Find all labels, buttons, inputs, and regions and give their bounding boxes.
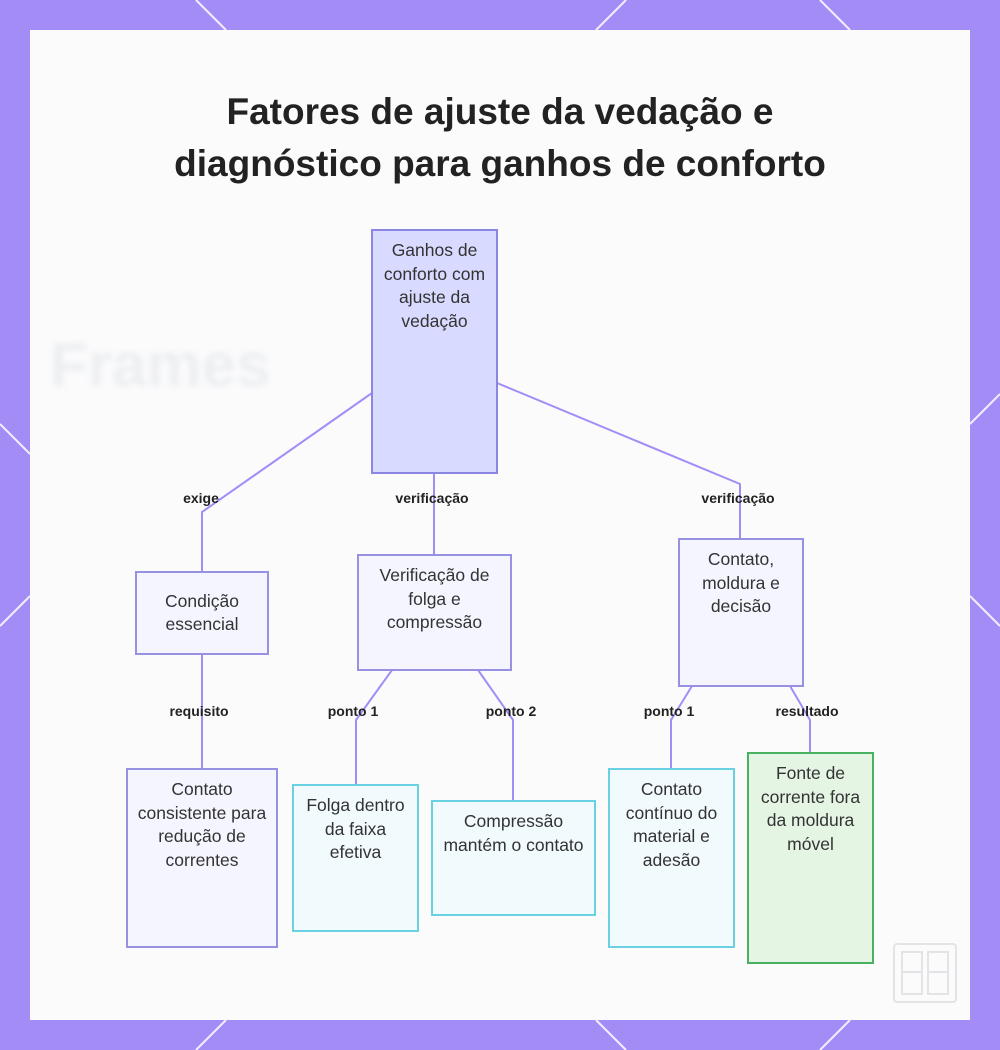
edge-root-essential (201, 392, 373, 571)
edge-frame-continuous (670, 685, 693, 768)
node-compression: Compressão mantém o contato (431, 800, 596, 916)
background-watermark: Frames (50, 331, 271, 400)
edge-label-check-left: verificação (395, 490, 469, 506)
edge-label-point1-left: ponto 1 (327, 703, 379, 719)
node-root: Ganhos de conforto com ajuste da vedação (371, 229, 498, 474)
node-consistent-contact: Contato consistente para redução de corr… (126, 768, 278, 948)
node-gap-range: Folga dentro da faixa efetiva (292, 784, 419, 932)
node-gap-check: Verificação de folga e compressão (357, 554, 512, 671)
edge-label-point1-right: ponto 1 (643, 703, 695, 719)
node-essential: Condição essencial (135, 571, 269, 655)
window-icon (893, 943, 957, 1003)
node-contact-frame: Contato, moldura e decisão (678, 538, 804, 687)
node-continuous-contact: Contato contínuo do material e adesão (608, 768, 735, 948)
edge-root-contact-frame (496, 382, 741, 538)
edge-frame-source (789, 685, 811, 752)
edge-label-requirement: requisito (169, 703, 229, 719)
edge-label-point2: ponto 2 (485, 703, 537, 719)
page-title: Fatores de ajuste da vedação e diagnósti… (0, 86, 1000, 190)
edge-label-result: resultado (775, 703, 839, 719)
node-draft-source: Fonte de corrente fora da moldura móvel (747, 752, 874, 964)
edge-label-requires: exige (183, 490, 219, 506)
title-line-2: diagnóstico para ganhos de conforto (174, 143, 826, 184)
edge-gap-check-range (355, 669, 393, 784)
edge-gap-check-compression (477, 669, 514, 800)
edge-label-check-right: verificação (701, 490, 775, 506)
title-line-1: Fatores de ajuste da vedação e (226, 91, 774, 132)
